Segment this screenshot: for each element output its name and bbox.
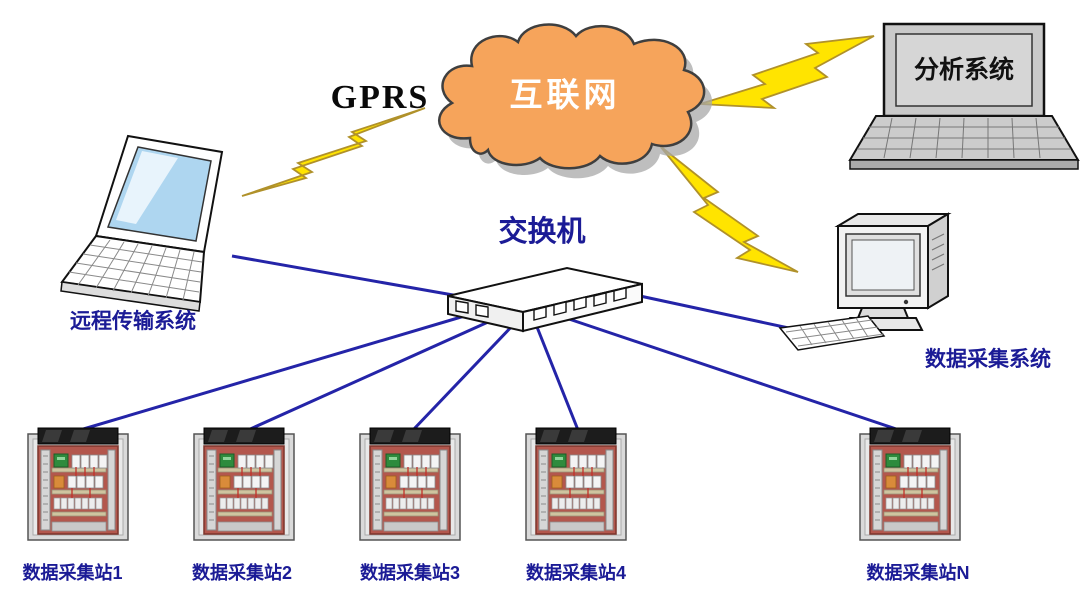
analysis-display [895,33,1033,107]
analysis-system-label: 分析系统 [913,56,1014,84]
station-1-label: 数据采集站1 [22,563,123,583]
line-laptop-switch [231,254,471,300]
station-3-label: 数据采集站3 [359,563,460,583]
laptop-display-sheen [116,151,178,224]
laptop-front-edge [60,281,201,312]
monitor-vents [931,233,945,271]
line-switch-desktop [639,294,799,332]
monitor-side [927,212,949,310]
monitor-power-button [903,299,909,305]
line-switch-stationN [559,314,906,434]
monitor-screen [851,239,915,291]
lightning-bolt-acquisition [659,145,799,273]
lightning-bolt-analysis [699,35,875,110]
line-switch-station3 [411,320,518,432]
lightning-bolt-gprs [241,107,426,197]
cabinet-station-1 [27,427,129,541]
analysis-key-grid [857,117,1071,159]
internet-cloud-icon [438,23,713,179]
line-switch-station2 [247,316,498,432]
cabinet-station-3 [359,427,461,541]
switch-label: 交换机 [498,216,586,248]
keyboard-key-grid [785,317,885,347]
cabinet-station-2 [193,427,295,541]
switch-icon [447,266,643,333]
lightning-bolts [241,35,875,273]
connection-lines [79,254,906,434]
analysis-laptop-icon [848,22,1080,170]
station-2-label: 数据采集站2 [191,563,292,583]
laptop-icon [60,134,224,312]
cabinet-station-N [859,427,961,541]
desktop-computer-icon [778,212,952,351]
station-N-label: 数据采集站N [866,563,970,583]
station-4-label: 数据采集站4 [525,563,626,583]
internet-cloud-label: 互联网 [509,76,621,113]
line-switch-station4 [533,321,580,431]
laptop-key-grid [68,239,203,301]
cloud-shape [438,23,706,170]
acquisition-system-label: 数据采集系统 [925,348,1051,371]
switch-ports [455,287,627,321]
analysis-front-edge [849,159,1079,170]
cabinet-station-4 [525,427,627,541]
remote-transmission-label: 远程传输系统 [70,310,196,333]
gprs-label: GPRS [330,79,430,116]
line-switch-station1 [79,310,479,432]
